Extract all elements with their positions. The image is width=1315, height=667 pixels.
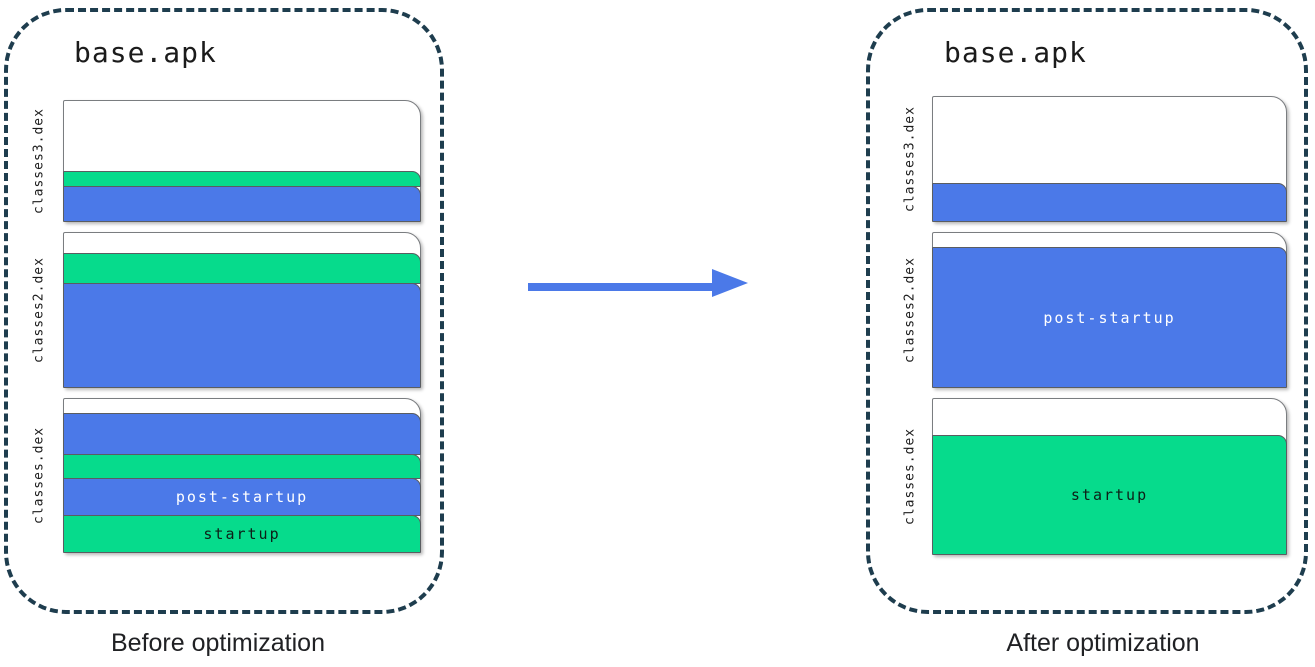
band-startup: startup: [932, 435, 1287, 555]
dex-bands: startup: [932, 435, 1287, 555]
after-dex-label-classes: classes.dex: [902, 427, 918, 526]
after-dex-file-classes: startup: [932, 398, 1287, 555]
before-dex-label-classes3: classes3.dex: [31, 108, 47, 214]
dex-bands: [63, 253, 421, 388]
after-apk-title: base.apk: [944, 36, 1087, 69]
caption-after-optimization: After optimization: [1006, 629, 1200, 657]
optimization-arrow-head-icon: [712, 269, 748, 297]
dex-bands: [63, 171, 421, 222]
dex-bands: post-startup: [932, 247, 1287, 388]
band-blue: [63, 186, 421, 222]
optimization-arrow-shaft: [528, 283, 712, 291]
band-post-startup: post-startup: [63, 478, 421, 516]
band-post-startup: post-startup: [932, 247, 1287, 388]
band-green: [63, 171, 421, 187]
after-dex-file-classes3: [932, 96, 1287, 222]
band-green: [63, 253, 421, 284]
caption-before-optimization: Before optimization: [110, 629, 325, 657]
before-dex-label-classes: classes.dex: [31, 426, 47, 525]
band-startup: startup: [63, 515, 421, 553]
before-apk-title: base.apk: [74, 36, 217, 69]
band-blue: [63, 413, 421, 455]
after-dex-label-classes3: classes3.dex: [902, 106, 918, 212]
before-dex-label-classes2: classes2.dex: [31, 257, 47, 363]
dex-bands: [932, 183, 1287, 222]
band-blue: [932, 183, 1287, 222]
after-dex-file-classes2: post-startup: [932, 232, 1287, 388]
before-dex-file-classes3: [63, 100, 421, 222]
band-blue: [63, 283, 421, 388]
band-green: [63, 454, 421, 479]
after-dex-label-classes2: classes2.dex: [902, 257, 918, 363]
before-dex-file-classes2: [63, 232, 421, 388]
